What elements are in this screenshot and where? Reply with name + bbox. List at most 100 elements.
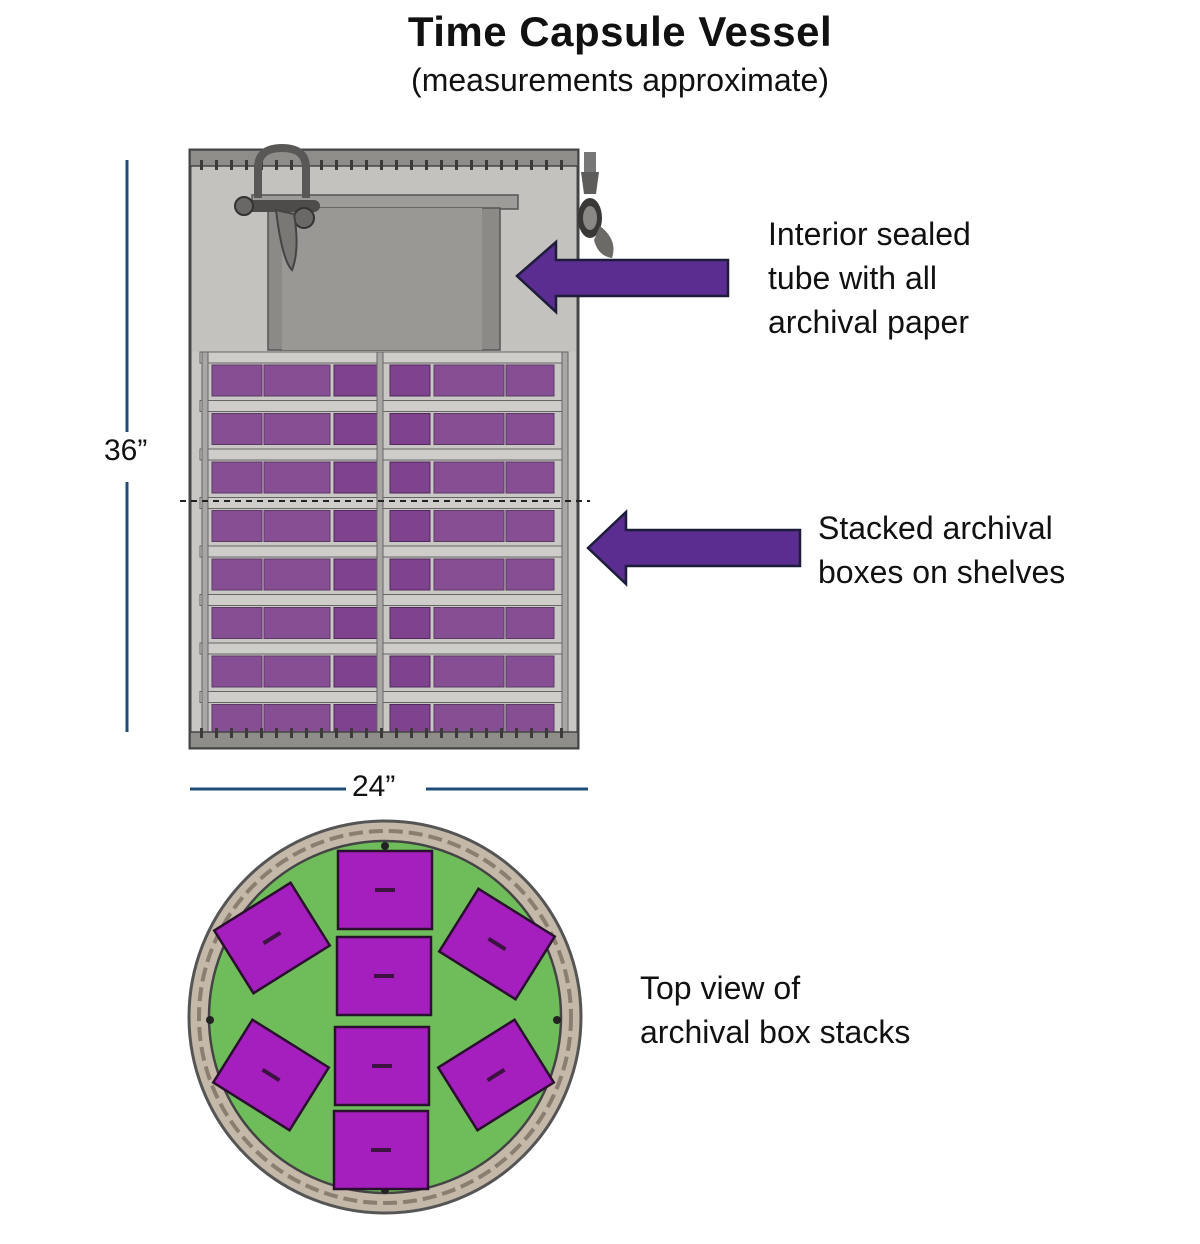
height-dimension-label: 36” <box>104 434 148 468</box>
box-shelves <box>199 351 569 736</box>
shelf <box>199 497 569 509</box>
shelf <box>199 545 569 558</box>
shelf <box>199 594 569 606</box>
rim-bolt <box>215 728 218 738</box>
rim-bolt <box>545 728 548 738</box>
shelf-upright <box>376 351 384 735</box>
top-view-label: Top view of archival box stacks <box>640 966 910 1054</box>
archival-box <box>333 655 379 688</box>
rim-bolt <box>350 728 353 738</box>
archival-box <box>333 364 379 397</box>
rim-bolt <box>365 160 368 170</box>
rim-bolt <box>245 728 248 738</box>
shelf <box>199 691 569 703</box>
rim-bolt <box>200 160 203 170</box>
archival-box <box>389 364 431 397</box>
archival-box <box>263 510 331 542</box>
rim-bolt <box>200 728 203 738</box>
rim-bolt <box>230 160 233 170</box>
archival-box <box>333 413 379 445</box>
archival-box <box>505 558 555 591</box>
rim-bolt <box>380 160 383 170</box>
rim-bolt <box>425 160 428 170</box>
archival-box <box>211 558 263 591</box>
rim-bolt <box>380 728 383 738</box>
archival-box <box>433 461 505 494</box>
rim-bolt <box>305 728 308 738</box>
tube-callout-line3: archival paper <box>768 304 969 340</box>
rim-bolt <box>230 728 233 738</box>
archival-box <box>333 558 379 591</box>
rim-bolt <box>500 728 503 738</box>
box-stack-marking <box>375 888 395 892</box>
rim-bolt <box>395 160 398 170</box>
tube-callout-line2: tube with all <box>768 260 937 296</box>
vessel-side-view <box>180 143 614 750</box>
rim-bolt <box>395 728 398 738</box>
archival-box <box>505 413 555 445</box>
rim-bolt <box>455 728 458 738</box>
rim-bolt <box>275 160 278 170</box>
boxes-callout-line1: Stacked archival <box>818 510 1053 546</box>
shelf-upright <box>201 351 209 735</box>
shelf <box>199 400 569 412</box>
archival-box <box>211 655 263 688</box>
archival-box <box>211 607 263 639</box>
rim-bolt <box>320 160 323 170</box>
tube-callout-arrow <box>515 239 730 315</box>
rim-bolt <box>275 728 278 738</box>
width-dimension-label: 24” <box>352 770 396 804</box>
rim-bolt <box>530 728 533 738</box>
vessel-bottom-rim <box>189 731 579 749</box>
rim-bolt <box>290 728 293 738</box>
archival-box <box>333 704 379 736</box>
rim-bolt <box>470 160 473 170</box>
archival-box <box>333 461 379 494</box>
box-stack-marking <box>262 931 282 945</box>
archival-box <box>505 461 555 494</box>
top-view-box-stacks <box>211 849 557 1191</box>
rim-bolt <box>485 728 488 738</box>
tube-callout-label: Interior sealed tube with all archival p… <box>768 212 971 344</box>
diagram-subtitle: (measurements approximate) <box>411 62 829 98</box>
shackle-icon <box>234 143 320 272</box>
diagram-title: Time Capsule Vessel <box>407 8 833 55</box>
archival-box <box>389 413 431 445</box>
shelf-upright <box>561 351 569 735</box>
archival-box <box>389 461 431 494</box>
archival-box <box>263 413 331 445</box>
box-stack-marking <box>374 974 394 978</box>
rim-bolt <box>215 160 218 170</box>
rim-bolt <box>470 728 473 738</box>
rim-bolt <box>410 728 413 738</box>
archival-box <box>389 607 431 639</box>
box-stack-marking <box>372 1064 392 1068</box>
rim-bolt <box>515 728 518 738</box>
rim-bolt <box>530 160 533 170</box>
archival-box <box>433 704 505 736</box>
vessel-top-rim <box>189 149 579 167</box>
rim-bolt <box>500 160 503 170</box>
vessel-top-view <box>187 819 583 1215</box>
boxes-callout-arrow <box>586 509 802 587</box>
boxes-callout-label: Stacked archival boxes on shelves <box>818 506 1065 594</box>
archival-box <box>333 510 379 542</box>
box-stack-marking <box>371 1148 391 1152</box>
archival-box <box>263 607 331 639</box>
archival-box <box>389 558 431 591</box>
valve-icon <box>578 152 614 258</box>
boxes-callout-line2: boxes on shelves <box>818 554 1066 590</box>
rim-bolt <box>440 728 443 738</box>
archival-box <box>211 364 263 397</box>
rim-bolt <box>440 160 443 170</box>
rim-bolts <box>200 160 563 170</box>
archival-box <box>433 607 505 639</box>
archival-box <box>211 413 263 445</box>
top-view-line2: archival box stacks <box>640 1014 911 1050</box>
box-stack-marking <box>486 1068 506 1082</box>
archival-box <box>433 558 505 591</box>
shelf <box>199 448 569 461</box>
rim-bolt <box>425 728 428 738</box>
archival-box <box>433 655 505 688</box>
